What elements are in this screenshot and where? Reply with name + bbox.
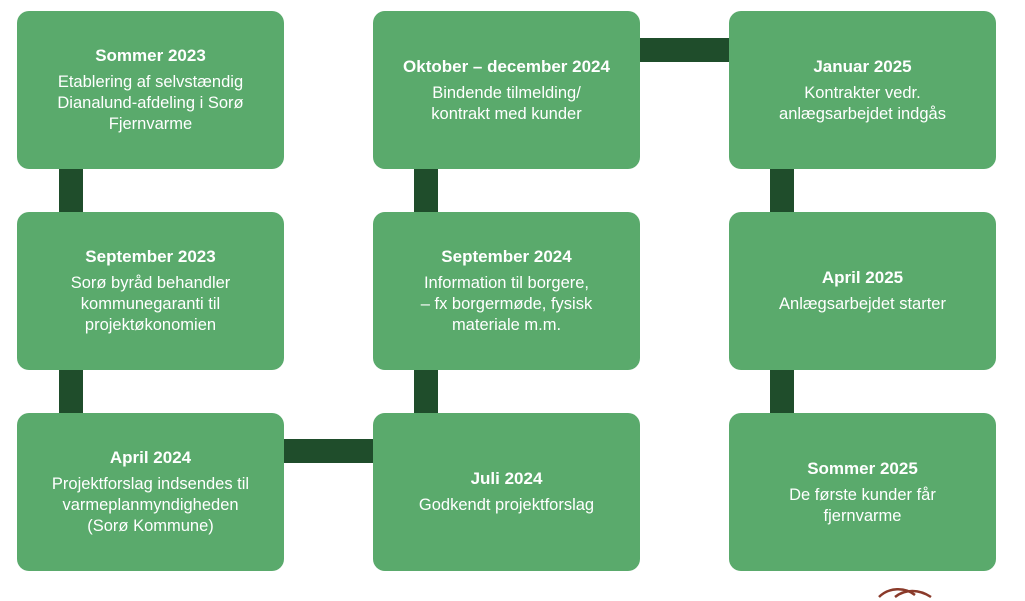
timeline-box-sommer-2023: Sommer 2023 Etablering af selvstændig Di… [17,11,284,169]
timeline-description: Kontrakter vedr. anlægsarbejdet indgås [779,83,946,123]
timeline-description: Anlægsarbejdet starter [779,295,946,313]
timeline-date: Januar 2025 [813,56,912,76]
connector-april2025-sommer2025 [770,369,794,413]
timeline-date: April 2024 [109,448,192,467]
connector-april2024-juli2024 [284,439,374,463]
connector-september2023-april2024 [59,369,83,413]
timeline-date: April 2025 [821,268,904,287]
timeline-date: Sommer 2025 [807,458,918,478]
timeline-box-april-2025: April 2025 Anlægsarbejdet starter [729,212,996,370]
timeline-box-september-2023: September 2023 Sorø byråd behandler komm… [17,212,284,370]
timeline-description: Godkendt projektforslag [418,496,595,514]
partial-logo-mark-icon [878,588,932,599]
timeline-box-juli-2024: Juli 2024 Godkendt projektforslag [373,413,640,571]
timeline-date: September 2023 [85,247,216,266]
connector-juli2024-september2024 [414,369,438,413]
timeline-box-januar-2025: Januar 2025 Kontrakter vedr. anlægsarbej… [729,11,996,169]
connector-sommer2023-september2023 [59,168,83,212]
timeline-description: De første kunder får fjernvarme [789,485,936,525]
connector-oktober2024-januar2025 [639,38,731,62]
timeline-date: Juli 2024 [470,469,543,488]
connector-september2024-oktober2024 [414,168,438,212]
timeline-description: Bindende tilmelding/ kontrakt med kunder [431,83,582,123]
timeline-box-september-2024: September 2024 Information til borgere, … [373,212,640,370]
timeline-description: Information til borgere, – fx borgermøde… [420,274,593,334]
timeline-description: Etablering af selvstændig Dianalund-afde… [57,73,244,133]
timeline-description: Sorø byråd behandler kommunegaranti til … [70,274,231,334]
connector-januar2025-april2025 [770,168,794,212]
timeline-box-oktober-december-2024: Oktober – december 2024 Bindende tilmeld… [373,11,640,169]
timeline-date: Sommer 2023 [95,46,206,65]
timeline-box-sommer-2025: Sommer 2025 De første kunder får fjernva… [729,413,996,571]
timeline-description: Projektforslag indsendes til varmeplanmy… [51,475,250,535]
timeline-date: Oktober – december 2024 [403,56,610,76]
timeline-date: September 2024 [441,247,572,266]
timeline-box-april-2024: April 2024 Projektforslag indsendes til … [17,413,284,571]
